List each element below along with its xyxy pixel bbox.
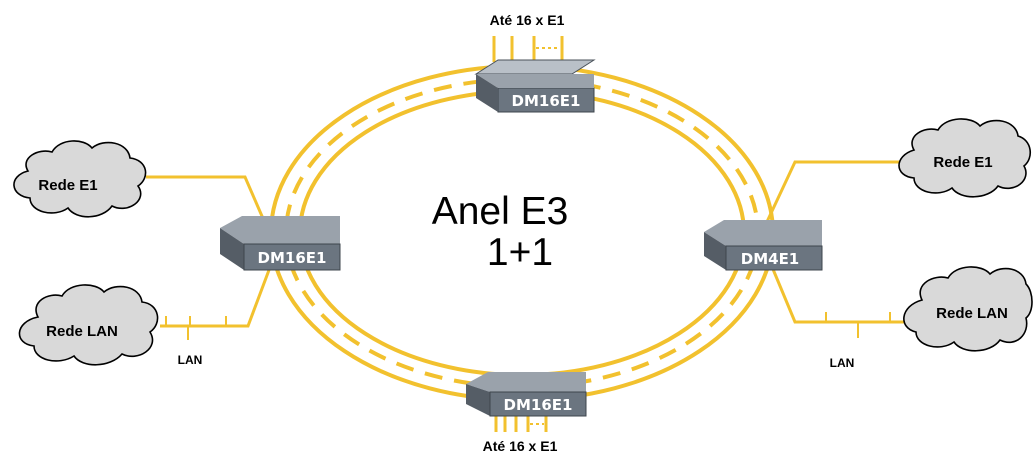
cloud-right-lan: [903, 266, 1033, 352]
bottom-e1-tributaries: [494, 416, 548, 432]
cloud-left-lan-label: Rede LAN: [46, 323, 118, 340]
cloud-left-lan: [18, 284, 159, 366]
left-lan-label: LAN: [178, 353, 203, 367]
cloud-right-e1: [898, 118, 1031, 198]
device-bottom: [466, 372, 587, 417]
device-top: [474, 59, 596, 113]
device-top-label: DM16E1: [512, 92, 581, 110]
bottom-e1-label: Até 16 x E1: [483, 438, 558, 454]
cloud-left-e1: [13, 140, 147, 218]
device-left: [220, 216, 341, 271]
top-e1-label: Até 16 x E1: [490, 12, 565, 28]
ring-title-line1: Anel E3: [432, 190, 569, 233]
device-left-label: DM16E1: [258, 249, 327, 267]
device-bottom-label: DM16E1: [504, 396, 573, 414]
device-right: [704, 220, 823, 271]
cloud-right-lan-label: Rede LAN: [936, 305, 1008, 322]
top-e1-tributaries: [492, 36, 564, 62]
ring-title-line2: 1+1: [487, 231, 553, 274]
right-links: [763, 160, 906, 338]
device-right-label: DM4E1: [741, 250, 800, 268]
cloud-right-e1-label: Rede E1: [933, 154, 992, 171]
left-links: [146, 175, 274, 340]
cloud-left-e1-label: Rede E1: [38, 177, 97, 194]
right-lan-label: LAN: [830, 356, 855, 370]
